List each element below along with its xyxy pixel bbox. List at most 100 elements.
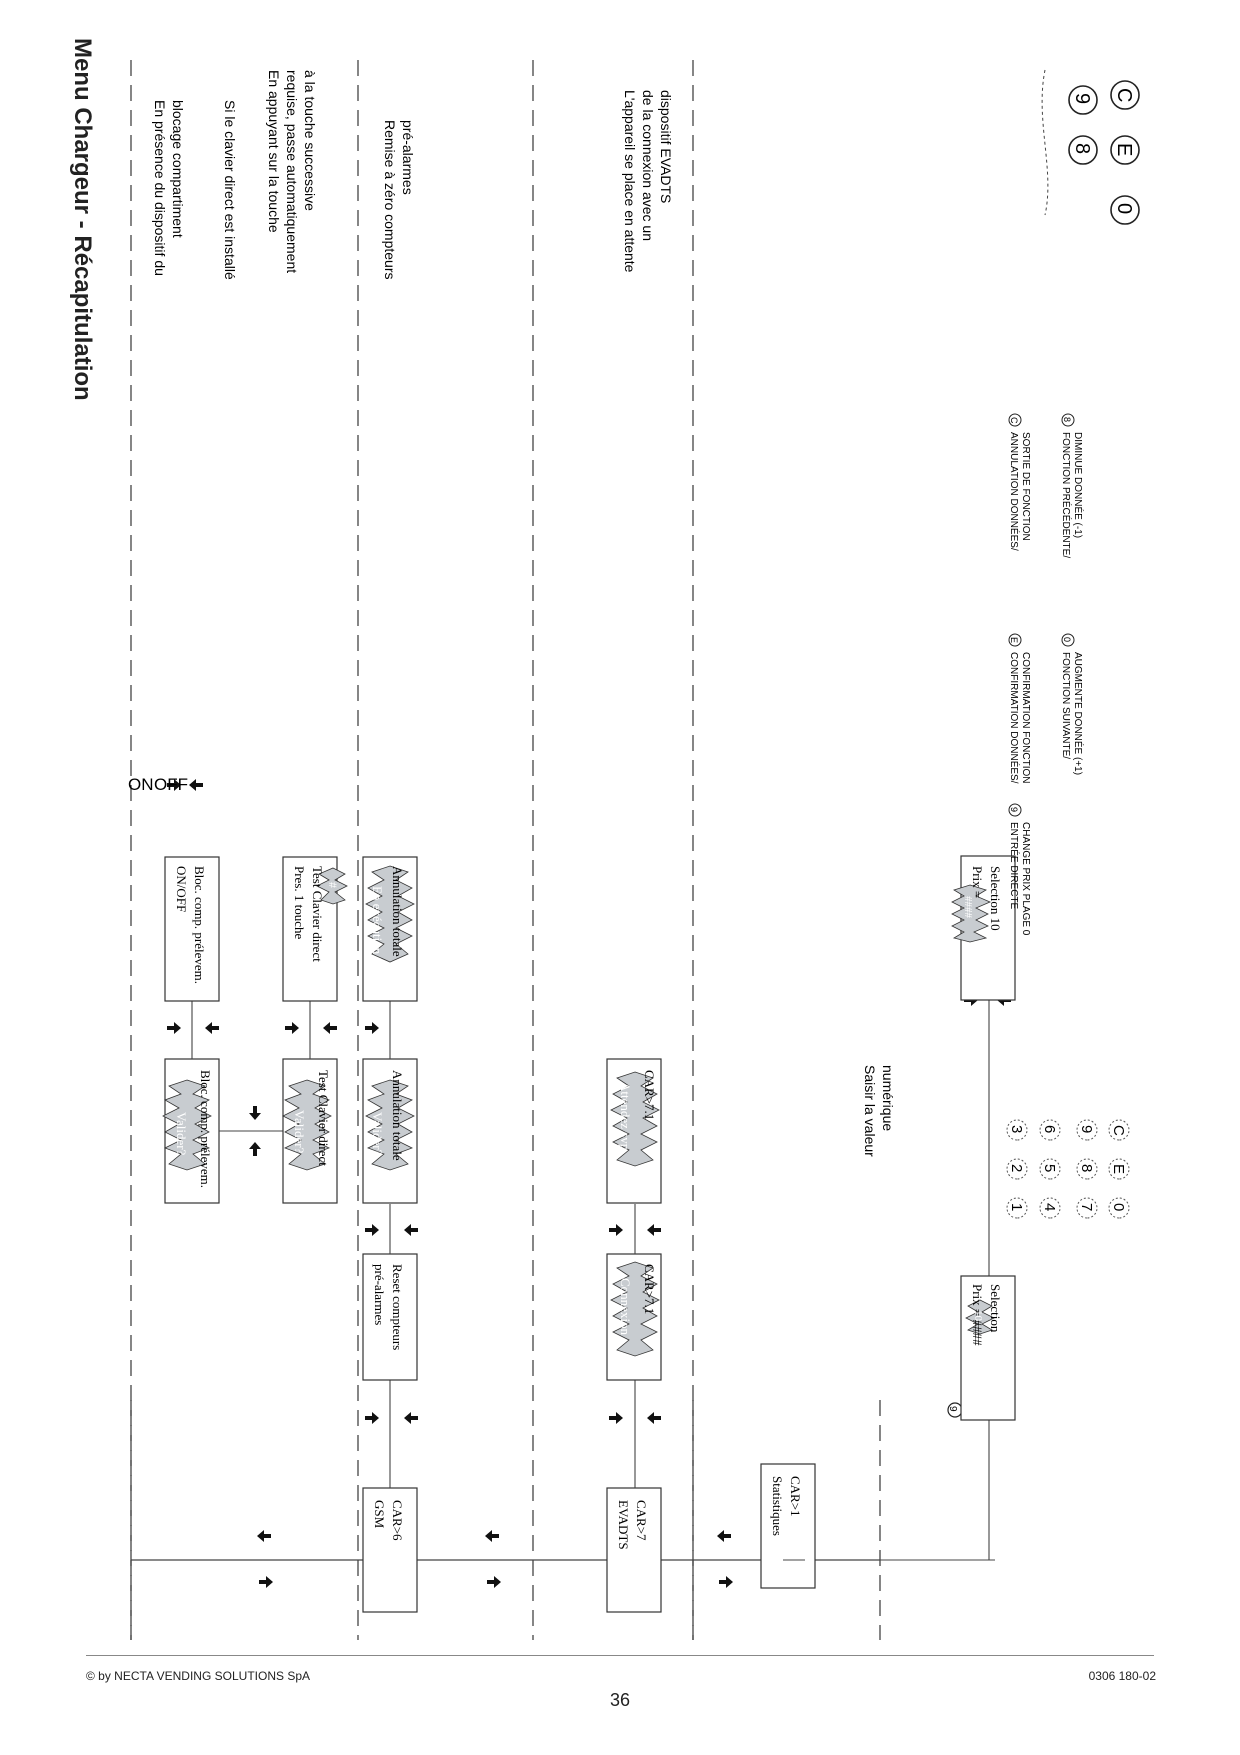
- bloc-valider-burst: [162, 1079, 212, 1171]
- reset-line1: Reset compteurs: [390, 1264, 405, 1350]
- legend-0-line2: AUGMENTE DONNÉE (+1): [1072, 652, 1085, 775]
- car71-connexion-label: CAR>7.1: [642, 1264, 657, 1314]
- bloc-onoff-box[interactable]: [164, 856, 220, 1002]
- selection-burst: [965, 1299, 995, 1335]
- legend-0-line1: FONCTION SUIVANTE/: [1060, 652, 1071, 759]
- big-key-9-icon: [1068, 85, 1098, 115]
- annulation-valider-line1: Annulation totale: [390, 1070, 405, 1161]
- key-0[interactable]: 0: [1110, 1203, 1127, 1211]
- legend-4-line2: SORTIE DE FONCTION: [1020, 432, 1031, 541]
- car7-evadts-box[interactable]: [606, 1487, 662, 1613]
- key-2[interactable]: 2: [1008, 1164, 1025, 1172]
- attendez-burst: [610, 1071, 660, 1167]
- big-key-0: 0: [1113, 203, 1135, 214]
- legend-2-line1: ENTRÉE DIRECTE: [1008, 822, 1021, 910]
- key-8[interactable]: 8: [1078, 1164, 1095, 1172]
- car6-gsm-box[interactable]: [362, 1487, 418, 1613]
- key-5[interactable]: 5: [1041, 1164, 1058, 1172]
- test-direct-box[interactable]: [282, 856, 338, 1002]
- doc-code: 0306 180-02: [1088, 1669, 1156, 1683]
- selection-burst-text: 10: [972, 1310, 984, 1322]
- car1-stats-box[interactable]: [760, 1463, 816, 1589]
- selection10-line2: Prix =: [970, 866, 985, 898]
- key9-direct-label: 9: [947, 1406, 958, 1412]
- car6-line1: CAR>6: [390, 1500, 405, 1541]
- test-valider-burst: [282, 1079, 332, 1171]
- note-remise-line2: pré-alarmes: [400, 120, 416, 195]
- selection-line1: Selection: [988, 1284, 1003, 1333]
- selection10-line1: Selection 10: [988, 866, 1003, 931]
- key-4[interactable]: 4: [1041, 1203, 1058, 1211]
- reset-compteurs-box[interactable]: [362, 1253, 418, 1381]
- legend-key-8: 8: [1062, 417, 1072, 422]
- selection10-burst: [951, 884, 992, 943]
- note-touche-line2: requise, passe automatiquement: [284, 70, 300, 273]
- note-clavier: Si le clavier direct est installé: [222, 100, 238, 280]
- bloc-onoff-line2: ON/OFF: [174, 866, 189, 912]
- saisir-line1: Saisir la valeur: [862, 1065, 878, 1157]
- car1-line2: Statistiques: [770, 1476, 785, 1536]
- test-valider-line1: Test Clavier direct: [316, 1070, 331, 1166]
- bloc-valider-burst-text: Valider?: [174, 1112, 189, 1156]
- annulation-valider-burst: [365, 1079, 415, 1171]
- test-direct-burst: [316, 867, 348, 905]
- selection-prix-box[interactable]: [960, 1275, 1016, 1421]
- big-key-8: 8: [1071, 143, 1093, 154]
- page-number: 36: [609, 1690, 631, 1710]
- legend-4-line1: ANNULATION DONNÉES/: [1008, 432, 1021, 551]
- reset-line2: pré-alarmes: [372, 1264, 387, 1325]
- connexion-burst: [610, 1261, 660, 1357]
- big-key-c: C: [1113, 88, 1135, 102]
- legend-key-9: 9: [1009, 807, 1019, 812]
- note-evadts-line3: dispositif EVADTS: [658, 90, 674, 203]
- on-label: ON: [128, 775, 154, 794]
- dashed-curve-decoration: [1041, 69, 1049, 216]
- car7-line1: CAR>7: [634, 1500, 649, 1541]
- big-key-0-icon: [1110, 195, 1140, 225]
- key-6[interactable]: 6: [1041, 1125, 1058, 1133]
- car71-attendez-label: CAR>7.1: [642, 1070, 657, 1120]
- footer-rule: [86, 1655, 1154, 1656]
- gsm-section: CAR>6 GSM Reset compteurs pré-alarmes An…: [128, 70, 418, 1613]
- legend-key-0: 0: [1062, 637, 1072, 642]
- annulation-exec-burst: [365, 865, 415, 963]
- off-label: OFF: [154, 775, 188, 794]
- note-touche-line3: à la touche successive: [302, 70, 318, 211]
- saisir-line2: numérique: [880, 1065, 896, 1131]
- note-bloc-line2: blocage compartiment: [170, 100, 186, 238]
- big-key-e-icon: [1110, 135, 1140, 165]
- key-1[interactable]: 1: [1008, 1203, 1025, 1211]
- note-evadts-line2: de la connexion avec un: [640, 90, 656, 241]
- evadts-section: CAR>7 EVADTS CAR>7.1 Connexion CAR>7.1 A…: [485, 90, 674, 1613]
- annulation-valider-burst-text: Valider?: [370, 1112, 385, 1156]
- legend-key-e: E: [1009, 637, 1019, 643]
- test-direct-line2: Pres. 1 touche: [292, 866, 307, 940]
- bloc-valider-line1: Bloc. comp. prélevem.: [198, 1070, 213, 1188]
- note-touche-line1: En appuyant sur la touche: [266, 70, 282, 233]
- big-key-e: E: [1113, 143, 1135, 156]
- legend-1-line2: DIMINUE DONNÉE (-1): [1072, 432, 1085, 538]
- copyright: © by NECTA VENDING SOLUTIONS SpA: [86, 1669, 311, 1683]
- note-bloc-line1: En présence du dispositif du: [152, 100, 168, 276]
- selection10-burst-text: ####: [962, 896, 974, 919]
- page-title: Menu Chargeur - Récapitulation: [69, 38, 96, 401]
- key-7[interactable]: 7: [1078, 1203, 1095, 1211]
- big-key-9: 9: [1071, 93, 1093, 104]
- car7-line2: EVADTS: [616, 1500, 631, 1550]
- key-c[interactable]: C: [1110, 1125, 1127, 1136]
- legend-2-line2: CHANGE PRIX PLAGE 0: [1020, 822, 1031, 936]
- big-key-8-icon: [1068, 135, 1098, 165]
- test-valider-burst-text: Valider?: [292, 1110, 307, 1154]
- key-3[interactable]: 3: [1008, 1125, 1025, 1133]
- test-direct-burst-text: #: [326, 882, 340, 888]
- key-e[interactable]: E: [1110, 1164, 1127, 1174]
- connexion-burst-text: Connexion: [618, 1278, 633, 1336]
- annulation-exec-line1: Annulation totale: [390, 866, 405, 957]
- annulation-exec-burst-text: En exécution: [370, 886, 385, 955]
- legend-3-line1: CONFIRMATION DONNÉES/: [1008, 652, 1021, 784]
- key-9[interactable]: 9: [1078, 1125, 1095, 1133]
- selection-line2: Prix = ####: [970, 1284, 985, 1346]
- legend-3-line2: CONFIRMATION FONCTION: [1020, 652, 1031, 783]
- bloc-onoff-line1: Bloc. comp. prélevem.: [192, 866, 207, 984]
